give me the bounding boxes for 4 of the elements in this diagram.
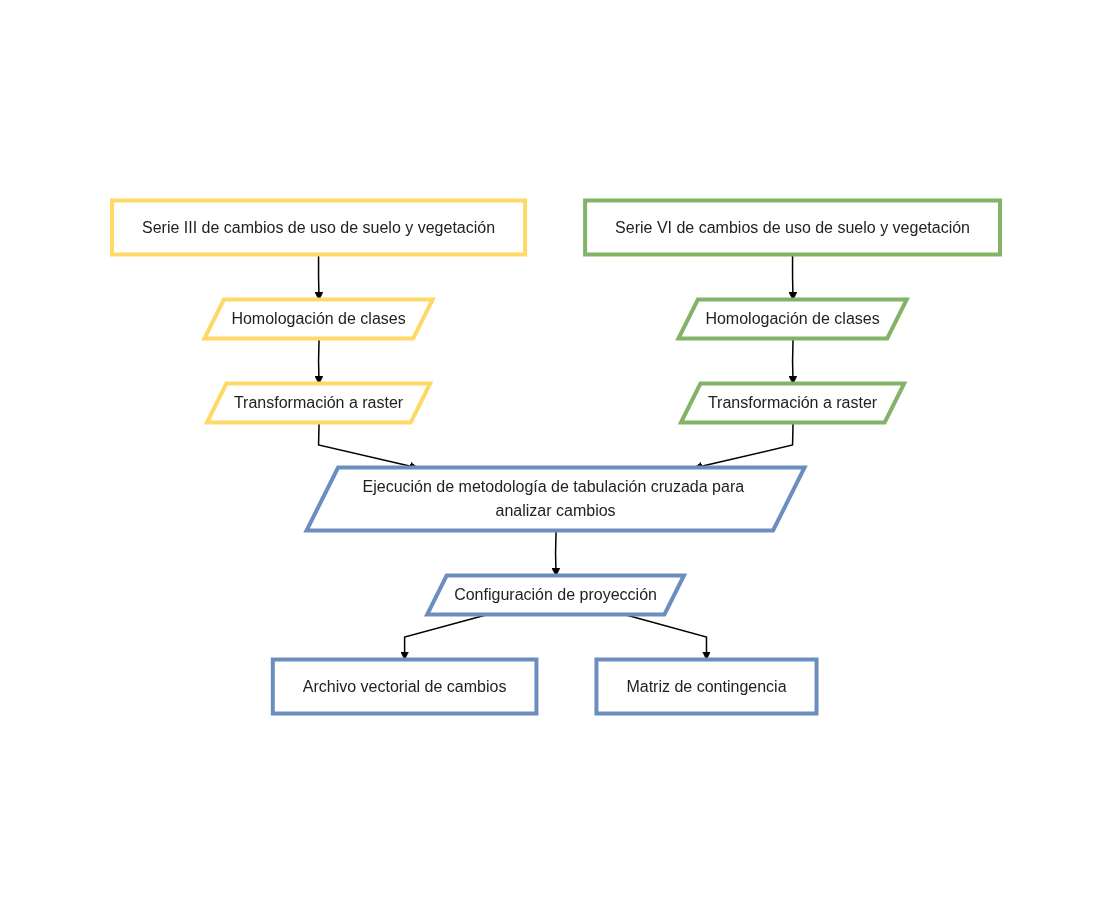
node-box: Serie III de cambios de uso de suelo y vegetación: [110, 198, 528, 257]
node-box: Matriz de contingencia: [594, 657, 819, 716]
node-box: Serie VI de cambios de uso de suelo y vegetación: [583, 198, 1002, 257]
node-box: Archivo vectorial de cambios: [270, 657, 539, 716]
